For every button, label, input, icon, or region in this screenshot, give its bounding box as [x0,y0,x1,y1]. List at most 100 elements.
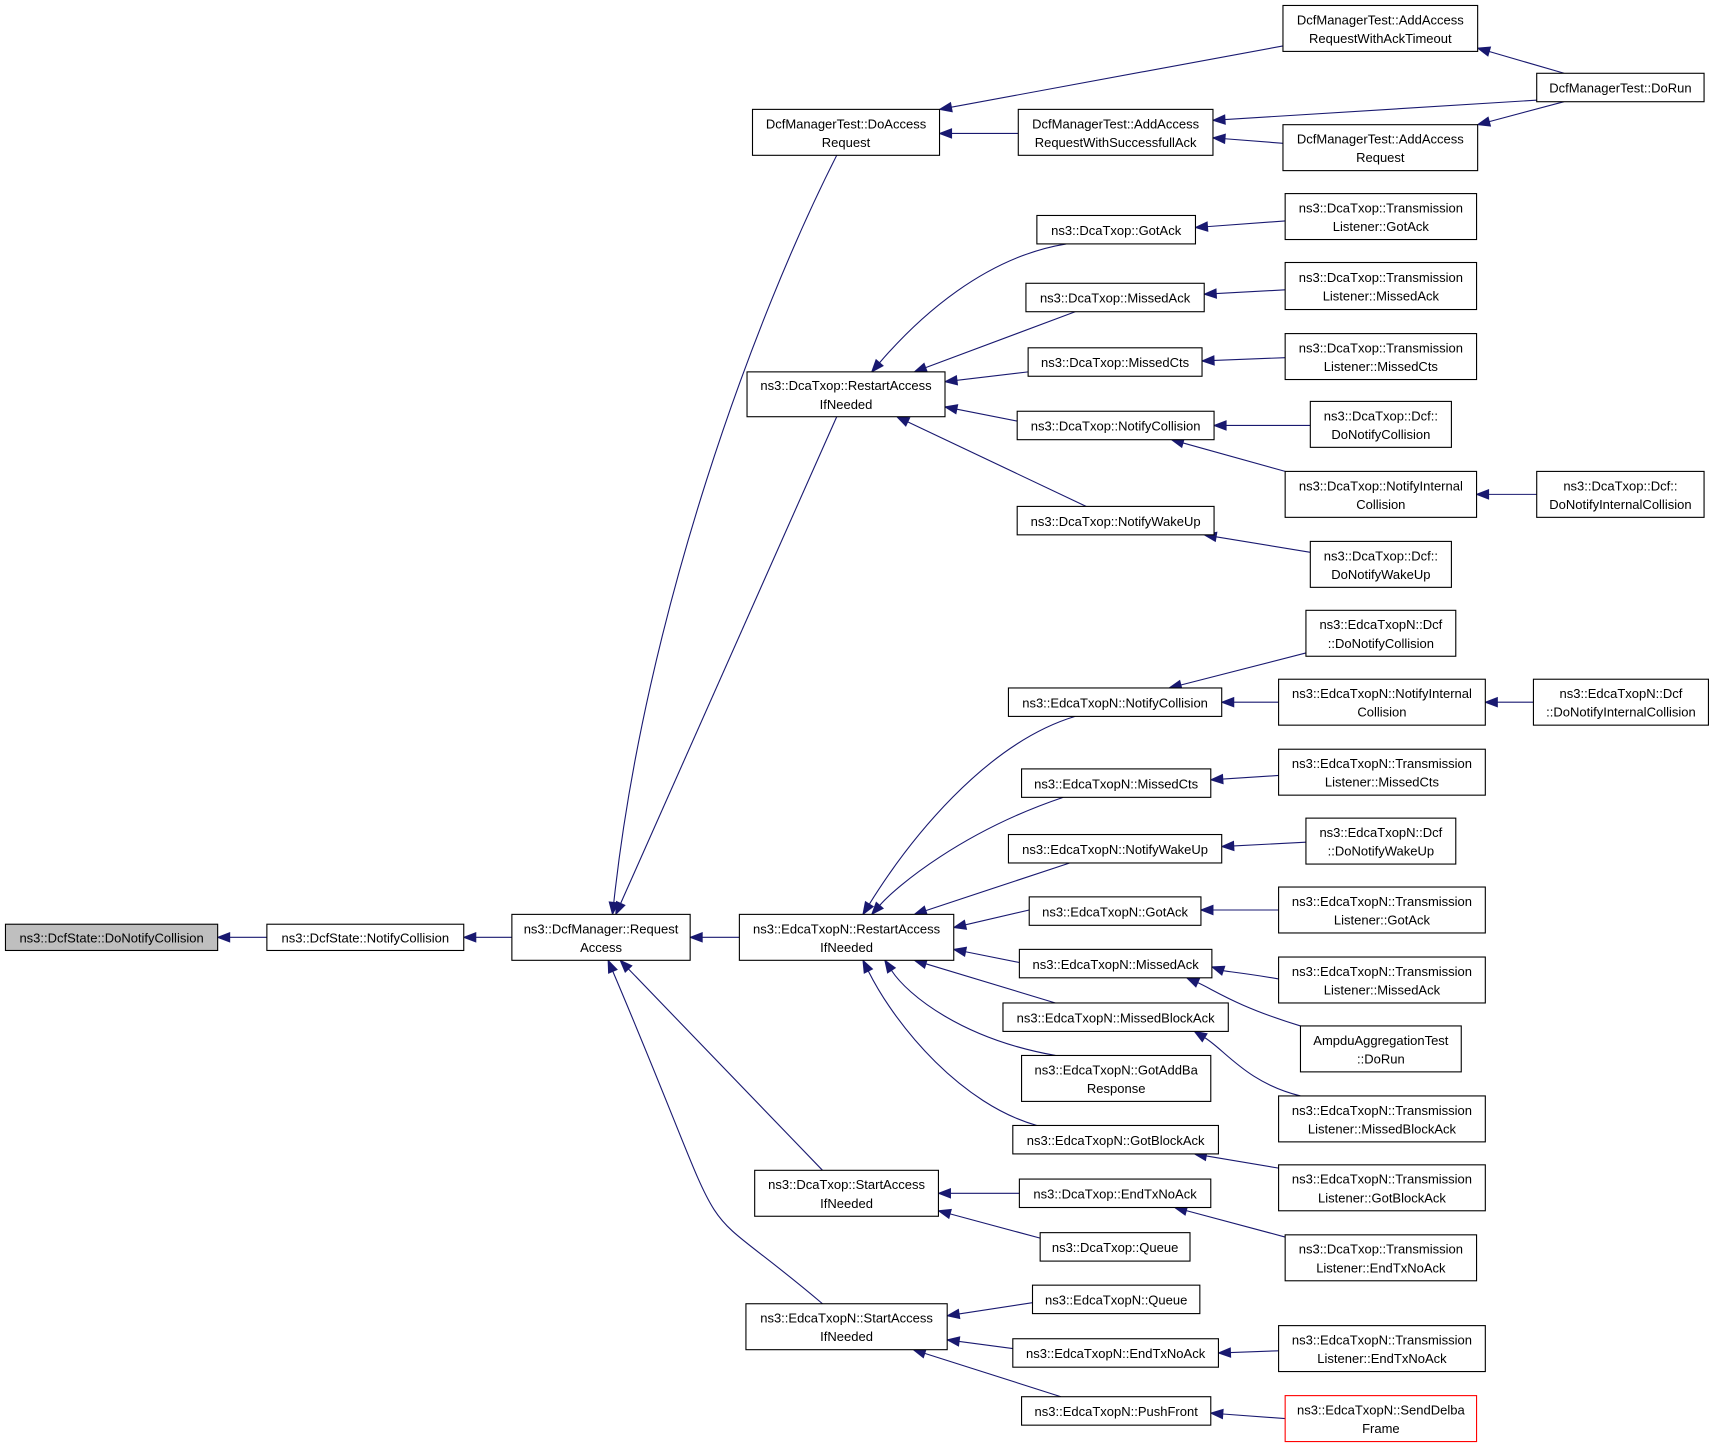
node-label-line: ns3::EdcaTxopN::Transmission [1292,964,1472,979]
node-edca-tl-missedblock[interactable]: ns3::EdcaTxopN::TransmissionListener::Mi… [1278,1095,1486,1143]
node-dca-tl-missedcts[interactable]: ns3::DcaTxop::TransmissionListener::Miss… [1284,333,1478,381]
node-label-line: Access [580,940,622,955]
node-dca-missedcts[interactable]: ns3::DcaTxop::MissedCts [1027,347,1203,377]
node-edca-missedblock[interactable]: ns3::EdcaTxopN::MissedBlockAck [1002,1002,1229,1032]
node-box [1012,1124,1219,1155]
node-box [1282,4,1479,52]
edge-line [959,1340,1013,1350]
node-ampdu-dorun[interactable]: AmpduAggregationTest::DoRun [1299,1025,1462,1073]
edge-dca_tl_endtx-to-dca_endtx [1173,1205,1286,1238]
arrowhead [1211,114,1226,125]
arrowhead [619,959,633,974]
node-label-line: ::DoNotifyWakeUp [1328,844,1434,859]
node-dmt-addtimeout[interactable]: DcfManagerTest::AddAccessRequestWithAckT… [1282,4,1479,52]
edge-line [925,311,1076,369]
node-label-line: ns3::EdcaTxopN::NotifyCollision [1022,695,1208,710]
node-edca-notifyint[interactable]: ns3::EdcaTxopN::NotifyInternalCollision [1278,678,1486,726]
edge-edca_tl_gotack-to-edca_gotack [1199,904,1279,916]
node-edca-notifycoll[interactable]: ns3::EdcaTxopN::NotifyCollision [1007,687,1223,717]
edge-edca_endtx-to-edca_start [945,1336,1013,1350]
node-edca-queue[interactable]: ns3::EdcaTxopN::Queue [1031,1284,1201,1315]
node-edca-tl-missedcts[interactable]: ns3::EdcaTxopN::TransmissionListener::Mi… [1278,748,1486,796]
node-dca-tl-missedack[interactable]: ns3::DcaTxop::TransmissionListener::Miss… [1284,261,1478,311]
edge-dca_wakeup-to-dca_restart [895,416,1087,507]
edge-dcfmgr_req-to-dcfstate_notify [462,932,512,943]
node-dmt-dorun[interactable]: DcfManagerTest::DoRun [1536,72,1705,103]
node-label-line: ns3::EdcaTxopN::MissedBlockAck [1017,1010,1215,1025]
node-dca-queue[interactable]: ns3::DcaTxop::Queue [1039,1232,1191,1262]
edge-line [1207,220,1286,228]
node-box [1284,1395,1478,1443]
node-box [1278,1325,1486,1373]
node-edca-dcf-dowakeup[interactable]: ns3::EdcaTxopN::Dcf::DoNotifyWakeUp [1305,817,1457,865]
node-edca-pushfront[interactable]: ns3::EdcaTxopN::PushFront [1021,1396,1212,1426]
node-edca-tl-missedack[interactable]: ns3::EdcaTxopN::TransmissionListener::Mi… [1278,956,1486,1004]
edge-line [620,416,838,904]
node-dca-tl-endtx[interactable]: ns3::DcaTxop::TransmissionListener::EndT… [1284,1234,1478,1282]
node-label-line: ns3::EdcaTxopN::Transmission [1292,1333,1472,1348]
node-dca-dcf-dowakeup[interactable]: ns3::DcaTxop::Dcf::DoNotifyWakeUp [1309,540,1452,588]
node-box [4,923,219,952]
node-box [1002,1002,1229,1032]
node-edca-tl-gotack[interactable]: ns3::EdcaTxopN::TransmissionListener::Go… [1278,886,1486,934]
arrowhead [945,1336,961,1347]
arrowhead [895,416,911,427]
edge-line [965,909,1030,926]
node-dca-dcf-donotifyint[interactable]: ns3::DcaTxop::Dcf::DoNotifyInternalColli… [1536,470,1705,518]
node-dcfstate-notify[interactable]: ns3::DcfState::NotifyCollision [266,923,465,952]
node-label-line: ns3::EdcaTxopN::EndTxNoAck [1026,1346,1206,1361]
node-label-line: ns3::DcaTxop::MissedAck [1040,291,1191,306]
edge-line [1216,536,1311,553]
node-edca-missedcts[interactable]: ns3::EdcaTxopN::MissedCts [1021,768,1212,798]
node-dmt-addsucc[interactable]: DcfManagerTest::AddAccessRequestWithSucc… [1017,108,1214,156]
node-label-line: ns3::DcfManager::Request [524,921,679,936]
node-edca-missedack[interactable]: ns3::EdcaTxopN::MissedAck [1018,948,1213,979]
node-dca-tl-gotack[interactable]: ns3::DcaTxop::TransmissionListener::GotA… [1284,193,1478,241]
arrowhead [937,1187,951,1199]
node-edca-dcf-donotifycoll[interactable]: ns3::EdcaTxopN::Dcf::DoNotifyCollision [1305,609,1457,657]
edge-dca_missedcts-to-dca_restart [943,371,1029,386]
node-dca-notifyint[interactable]: ns3::DcaTxop::NotifyInternalCollision [1284,470,1478,518]
node-box [1309,540,1452,588]
node-box [1278,678,1486,726]
node-edca-gotblock[interactable]: ns3::EdcaTxopN::GotBlockAck [1012,1124,1219,1155]
node-edca-tl-gotblock[interactable]: ns3::EdcaTxopN::TransmissionListener::Go… [1278,1164,1486,1212]
node-edca-endtx[interactable]: ns3::EdcaTxopN::EndTxNoAck [1012,1338,1219,1368]
node-box [1012,1338,1219,1368]
node-edca-gotack[interactable]: ns3::EdcaTxopN::GotAck [1028,896,1202,926]
edge-edca_notifyint-to-edca_notifycoll [1220,696,1279,708]
edge-dca_notifycoll-to-dca_restart [943,404,1018,422]
node-edca-tl-endtx[interactable]: ns3::EdcaTxopN::TransmissionListener::En… [1278,1325,1486,1373]
node-dca-dcf-donotifycoll[interactable]: ns3::DcaTxop::Dcf::DoNotifyCollision [1309,400,1452,448]
node-label-line: Request [1356,150,1405,165]
arrowhead [938,128,953,139]
node-label-line: ns3::EdcaTxopN::StartAccess [760,1311,933,1326]
edge-edca_start-to-dcfmgr_req [607,959,823,1305]
node-dca-wakeup[interactable]: ns3::DcaTxop::NotifyWakeUp [1016,505,1215,536]
node-label-line: ns3::EdcaTxopN::NotifyWakeUp [1022,842,1208,857]
arrowhead [1483,696,1498,708]
node-dca-endtx[interactable]: ns3::DcaTxop::EndTxNoAck [1018,1178,1212,1209]
arrowhead [1200,355,1215,366]
node-edca-dcf-donotifyint[interactable]: ns3::EdcaTxopN::Dcf::DoNotifyInternalCol… [1532,678,1709,726]
node-dca-notifycoll[interactable]: ns3::DcaTxop::NotifyCollision [1016,410,1215,441]
edge-line [956,408,1018,422]
node-label-line: DcfManagerTest::AddAccess [1032,116,1199,131]
node-label-line: ns3::EdcaTxopN::MissedCts [1034,776,1199,791]
node-label-line: Listener::MissedCts [1324,359,1439,374]
node-root[interactable]: ns3::DcfState::DoNotifyCollision [4,923,219,952]
node-label-line: DcfManagerTest::DoRun [1549,81,1691,96]
node-box [1532,678,1709,726]
node-dca-gotack[interactable]: ns3::DcaTxop::GotAck [1036,214,1197,245]
node-edca-wakeup[interactable]: ns3::EdcaTxopN::NotifyWakeUp [1007,833,1223,864]
node-dca-missedack[interactable]: ns3::DcaTxop::MissedAck [1025,282,1205,313]
